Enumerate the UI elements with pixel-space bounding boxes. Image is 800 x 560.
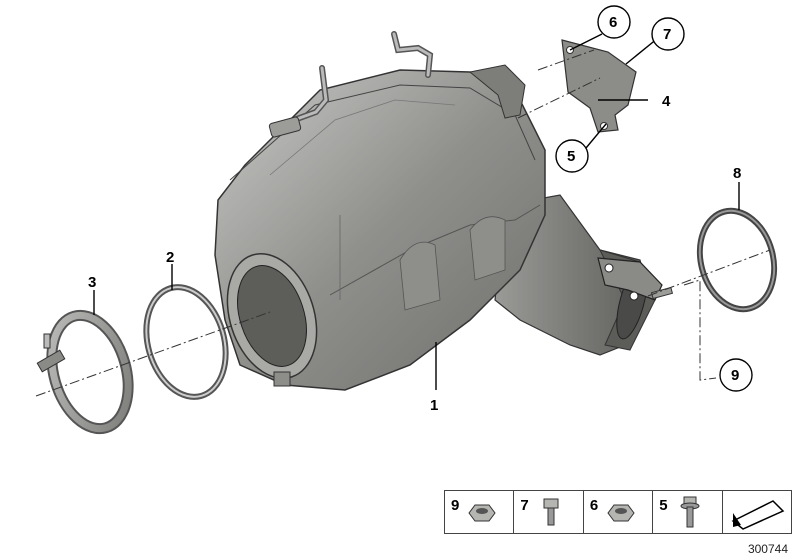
callout-3: 3: [88, 274, 96, 291]
callout-8: 8: [733, 165, 741, 182]
body-bracket: [468, 64, 526, 119]
legend-cell-indicator: [723, 491, 791, 533]
parts-legend-strip: 9 7 6 5: [444, 490, 792, 534]
svg-text:9: 9: [731, 367, 739, 384]
callout-6: 6: [597, 5, 631, 39]
callout-4: 4: [662, 93, 671, 110]
svg-text:8: 8: [733, 165, 741, 182]
callout-5: 5: [555, 139, 589, 173]
hex-nut-icon: [607, 504, 635, 522]
svg-text:7: 7: [663, 26, 671, 43]
callout-7: 7: [651, 17, 685, 51]
bracket-4: [561, 39, 637, 133]
svg-text:5: 5: [567, 148, 575, 165]
legend-num: 9: [451, 497, 460, 514]
callout-1: 1: [430, 397, 438, 414]
stud-bolt-9: [650, 286, 674, 300]
clamp-ring-3: [36, 309, 134, 435]
svg-text:2: 2: [166, 249, 174, 266]
svg-text:3: 3: [88, 274, 96, 291]
outlet-flange: [597, 257, 663, 301]
leader-lines: [93, 33, 740, 390]
callout-2: 2: [166, 249, 174, 266]
legend-cell-nut-9: 9: [445, 491, 515, 533]
inlet-opening: [226, 253, 318, 387]
diagram-id-label: 300744: [747, 542, 788, 556]
legend-cell-bolt-5: 5: [653, 491, 723, 533]
legend-num: 5: [659, 497, 668, 514]
hex-bolt-icon: [543, 498, 559, 526]
svg-text:6: 6: [609, 14, 617, 31]
legend-cell-bolt-7: 7: [514, 491, 584, 533]
flange-bolt-icon: [680, 496, 700, 528]
legend-cell-nut-6: 6: [584, 491, 654, 533]
gasket-ring-8: [696, 207, 778, 313]
gasket-ring-2: [143, 284, 229, 400]
sensor-pipes: [268, 31, 434, 138]
callout-9: 9: [719, 358, 753, 392]
arrow-indicator-icon: [731, 500, 784, 530]
legend-num: 7: [520, 497, 529, 514]
svg-text:4: 4: [662, 93, 671, 110]
svg-text:1: 1: [430, 397, 438, 414]
center-lines: [35, 49, 771, 397]
hex-nut-icon: [468, 504, 496, 522]
legend-num: 6: [589, 497, 599, 514]
